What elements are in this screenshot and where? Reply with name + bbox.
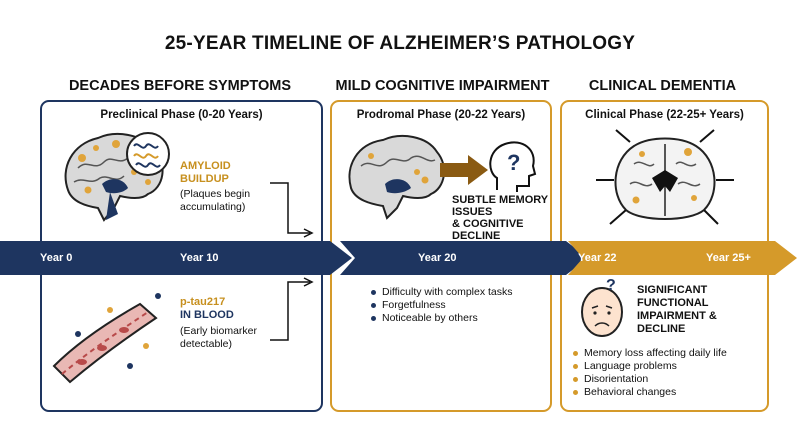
worried-face-icon: ? [581, 277, 623, 337]
amyloid-desc-1: (Plaques begin [180, 188, 251, 200]
clinical-headline-2: FUNCTIONAL [637, 297, 709, 309]
timeline-navy-segment [0, 241, 352, 275]
prodromal-headline-1: SUBTLE MEMORY [452, 194, 549, 206]
year-20-label: Year 20 [418, 252, 457, 264]
list-item: Memory loss affecting daily life [572, 347, 764, 360]
amyloid-coil-icon [126, 132, 170, 176]
brain-atrophy-icon [596, 129, 734, 225]
svg-text:?: ? [606, 277, 616, 294]
ptau-title-2: IN BLOOD [180, 309, 234, 321]
timeline-gold-segment [568, 241, 797, 275]
prodromal-headline-4: DECLINE [452, 230, 501, 242]
year-10-label: Year 10 [180, 252, 219, 264]
clinical-headline-4: DECLINE [637, 323, 686, 335]
list-item: Noticeable by others [370, 312, 550, 325]
year-0-label: Year 0 [40, 252, 73, 264]
clinical-symptom-list: Memory loss affecting daily life Languag… [572, 347, 764, 399]
amyloid-desc-2: accumulating) [180, 201, 246, 213]
question-head-icon: ? [489, 141, 537, 192]
list-item: Forgetfulness [370, 299, 550, 312]
preclinical-phase-label: Preclinical Phase (0-20 Years) [100, 109, 263, 121]
blood-vessel-icon [52, 293, 161, 384]
list-item: Disorientation [572, 373, 764, 386]
clinical-headline-3: IMPAIRMENT & [637, 310, 717, 322]
amyloid-title-2: BUILDUP [180, 173, 229, 185]
section-heading-dementia: CLINICAL DEMENTIA [588, 78, 737, 94]
list-item: Difficulty with complex tasks [370, 286, 550, 299]
progression-arrow-icon [440, 155, 488, 185]
svg-text:?: ? [507, 150, 520, 175]
prodromal-phase-label: Prodromal Phase (20-22 Years) [356, 109, 526, 121]
prodromal-symptom-list: Difficulty with complex tasks Forgetfuln… [370, 286, 550, 325]
year-22-label: Year 22 [578, 252, 617, 264]
prodromal-brain-icon [348, 135, 446, 220]
prodromal-headline-2: ISSUES [452, 206, 493, 218]
timeline-navy-segment-2 [340, 241, 588, 275]
amyloid-title-1: AMYLOID [180, 160, 231, 172]
ptau-desc-2: detectable) [180, 338, 232, 350]
year-25-label: Year 25+ [706, 252, 751, 264]
clinical-headline-1: SIGNIFICANT [637, 284, 708, 296]
section-heading-mci: MILD COGNITIVE IMPAIRMENT [335, 78, 550, 94]
clinical-phase-label: Clinical Phase (22-25+ Years) [585, 109, 744, 121]
prodromal-headline-3: & COGNITIVE [452, 218, 524, 230]
page-title: 25-YEAR TIMELINE OF ALZHEIMER’S PATHOLOG… [164, 33, 636, 54]
section-heading-preclinical: DECADES BEFORE SYMPTOMS [68, 78, 292, 94]
ptau-title-1: p-tau217 [180, 296, 226, 308]
list-item: Language problems [572, 360, 764, 373]
list-item: Behavioral changes [572, 386, 764, 399]
ptau-desc-1: (Early biomarker [180, 325, 258, 337]
